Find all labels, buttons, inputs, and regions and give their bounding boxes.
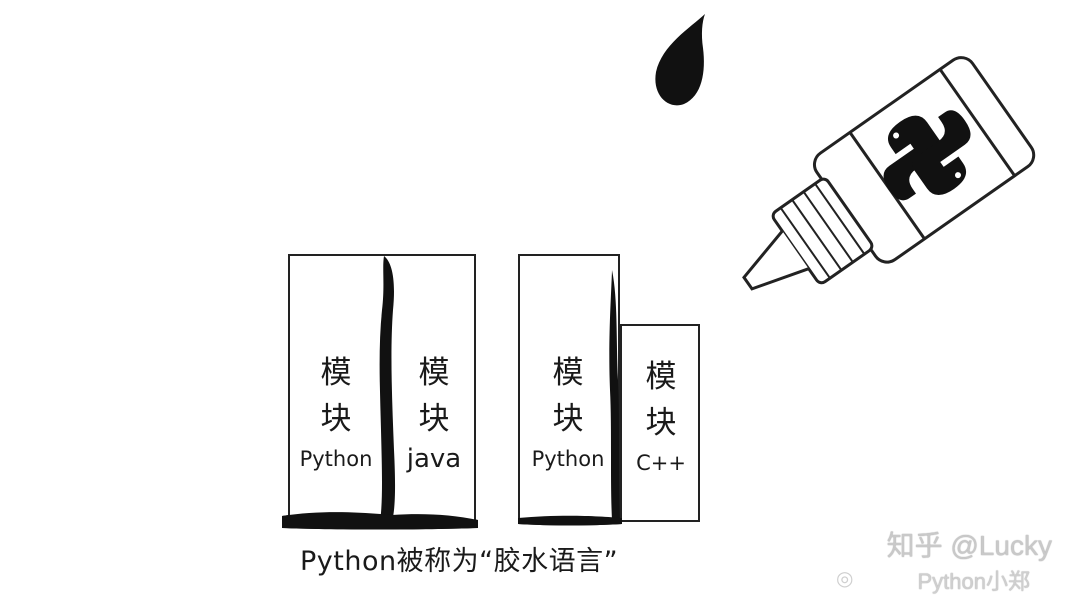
- module-char-2: 块: [645, 405, 677, 441]
- module-char-2: 块: [418, 401, 450, 437]
- glue-drop-icon: [655, 14, 705, 106]
- module-char-2: 块: [552, 401, 584, 437]
- module-block-python-right: [518, 254, 620, 522]
- module-label-java: 模 块 java: [394, 350, 474, 474]
- module-block-java: [388, 254, 476, 524]
- module-label-python-left: 模 块 Python: [288, 350, 384, 474]
- wechat-icon: ◎: [836, 566, 854, 590]
- module-char-2: 块: [320, 401, 352, 437]
- module-label-cpp: 模 块 C++: [622, 354, 700, 478]
- watermark-secondary: Python小郑: [917, 569, 1031, 594]
- module-label-python-right: 模 块 Python: [520, 350, 616, 474]
- module-lang: C++: [636, 451, 686, 475]
- module-lang: java: [406, 444, 462, 474]
- caption: Python被称为“胶水语言”: [300, 546, 619, 577]
- python-logo-icon: [883, 110, 971, 201]
- module-block-cpp: [620, 324, 700, 522]
- module-lang: Python: [299, 447, 373, 471]
- module-char-1: 模: [645, 359, 677, 395]
- module-lang: Python: [531, 447, 605, 471]
- module-char-1: 模: [418, 355, 450, 391]
- glue-bottle-icon: [742, 56, 1036, 291]
- module-block-python-left: [288, 254, 390, 524]
- watermark-main: 知乎 @Lucky: [886, 530, 1052, 561]
- module-char-1: 模: [552, 355, 584, 391]
- module-char-1: 模: [320, 355, 352, 391]
